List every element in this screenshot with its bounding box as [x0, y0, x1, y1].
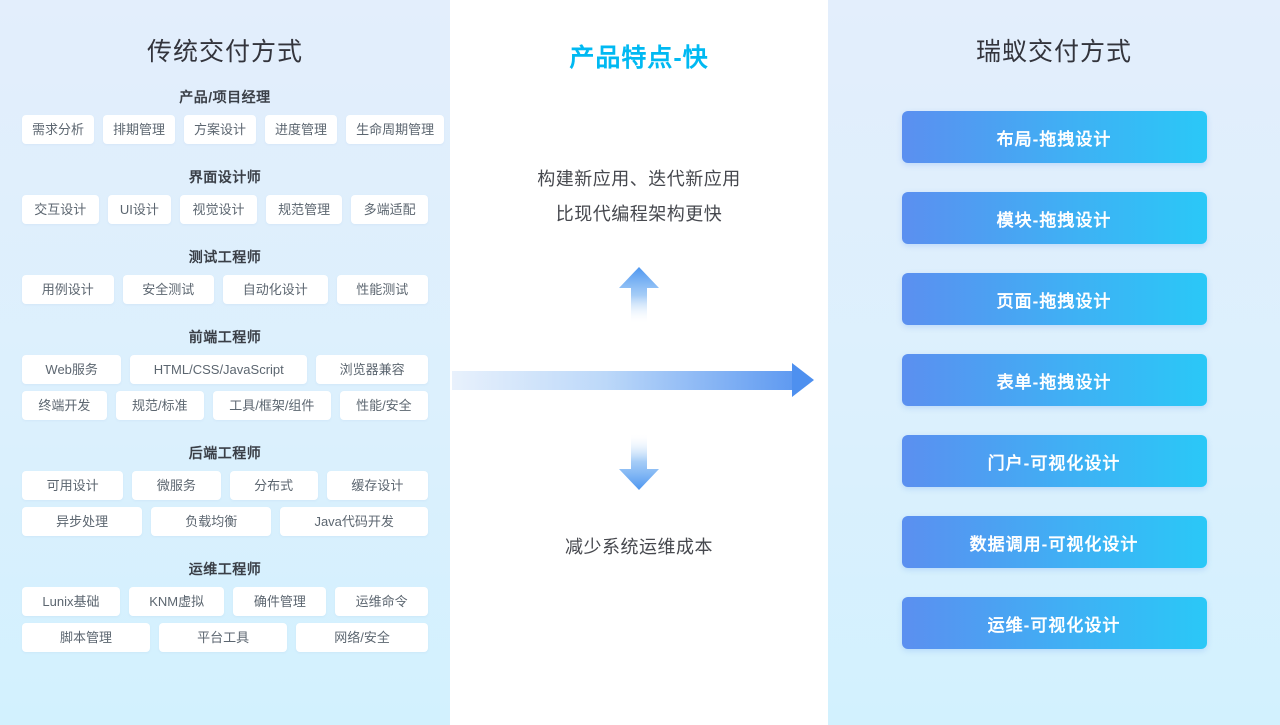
skill-tag: 视觉设计 [180, 195, 257, 224]
feature-column: 产品特点-快 构建新应用、迭代新应用 比现代编程架构更快 [450, 0, 828, 725]
skill-tag: 脚本管理 [22, 623, 151, 652]
ruiyi-button-list: 布局-拖拽设计模块-拖拽设计页面-拖拽设计表单-拖拽设计门户-可视化设计数据调用… [901, 111, 1207, 649]
down-arrow-icon [619, 433, 659, 490]
role-header: 前端工程师 [188, 329, 262, 345]
role-header: 界面设计师 [188, 169, 262, 185]
feature-bottom-text: 减少系统运维成本 [565, 537, 713, 557]
delivery-step-button: 运维-可视化设计 [901, 597, 1207, 649]
skill-tag: 终端开发 [22, 391, 107, 420]
up-arrow-icon [619, 267, 659, 324]
delivery-step-button: 页面-拖拽设计 [901, 273, 1207, 325]
role-group: 产品/项目经理需求分析排期管理方案设计进度管理生命周期管理 [22, 88, 445, 144]
delivery-step-button: 布局-拖拽设计 [901, 111, 1207, 163]
tag-row: Web服务 HTML/CSS/JavaScript 浏览器兼容 [22, 355, 428, 384]
role-group: 测试工程师用例设计安全测试自动化设计性能测试 [22, 248, 428, 304]
skill-tag: 用例设计 [22, 275, 114, 304]
role-header: 产品/项目经理 [179, 89, 271, 105]
skill-tag: 缓存设计 [326, 471, 428, 500]
skill-tag: 安全测试 [122, 275, 214, 304]
tag-row: Lunix基础 KNM虚拟确件管理运维命令 [22, 587, 429, 616]
skill-tag: 负载均衡 [151, 507, 272, 536]
skill-tag: 规范管理 [265, 195, 343, 224]
feature-line-2: 比现代编程架构更快 [555, 204, 723, 224]
skill-tag: 方案设计 [184, 115, 257, 144]
tag-row: 可用设计微服务分布式缓存设计 [22, 471, 428, 500]
skill-tag: 网络/安全 [296, 623, 428, 652]
skill-tag: 需求分析 [22, 115, 95, 144]
delivery-step-button: 数据调用-可视化设计 [901, 516, 1207, 568]
right-arrow-shaft [452, 371, 793, 390]
traditional-column: 传统交付方式 产品/项目经理需求分析排期管理方案设计进度管理生命周期管理界面设计… [0, 0, 450, 725]
feature-description: 构建新应用、迭代新应用 比现代编程架构更快 [450, 162, 828, 232]
skill-tag: 排期管理 [103, 115, 176, 144]
skill-tag: 性能测试 [336, 275, 428, 304]
traditional-groups: 产品/项目经理需求分析排期管理方案设计进度管理生命周期管理界面设计师交互设计 UI… [0, 88, 450, 652]
ruiyi-title: 瑞蚁交付方式 [975, 38, 1132, 66]
role-header: 运维工程师 [188, 561, 262, 577]
skill-tag: 可用设计 [22, 471, 124, 500]
skill-tag: 确件管理 [233, 587, 327, 616]
delivery-step-button: 模块-拖拽设计 [901, 192, 1207, 244]
delivery-step-button: 表单-拖拽设计 [901, 354, 1207, 406]
skill-tag: UI设计 [107, 195, 172, 224]
tag-row: 用例设计安全测试自动化设计性能测试 [22, 275, 428, 304]
skill-tag: Java代码开发 [280, 507, 429, 536]
role-group: 运维工程师 Lunix基础 KNM虚拟确件管理运维命令脚本管理平台工具网络/安全 [22, 560, 429, 652]
skill-tag: 交互设计 [22, 195, 99, 224]
tag-row: 脚本管理平台工具网络/安全 [22, 623, 428, 652]
skill-tag: 生命周期管理 [346, 115, 445, 144]
skill-tag: 微服务 [132, 471, 221, 500]
skill-tag: Web服务 [22, 355, 122, 384]
right-arrow-head [792, 363, 814, 397]
skill-tag: 分布式 [229, 471, 318, 500]
traditional-title: 传统交付方式 [146, 38, 303, 66]
role-header: 测试工程师 [188, 249, 262, 265]
skill-tag: 平台工具 [159, 623, 288, 652]
delivery-step-button: 门户-可视化设计 [901, 435, 1207, 487]
skill-tag: 浏览器兼容 [316, 355, 428, 384]
feature-line-1: 构建新应用、迭代新应用 [537, 169, 741, 189]
tag-row: 异步处理负载均衡 Java代码开发 [22, 507, 429, 536]
role-group: 前端工程师 Web服务 HTML/CSS/JavaScript 浏览器兼容终端开发规范… [22, 328, 428, 420]
role-header: 后端工程师 [188, 445, 262, 461]
feature-title: 产品特点-快 [569, 44, 709, 72]
skill-tag: 工具/框架/组件 [212, 391, 331, 420]
tag-row: 需求分析排期管理方案设计进度管理生命周期管理 [22, 115, 445, 144]
skill-tag: 自动化设计 [223, 275, 328, 304]
skill-tag: Lunix基础 [22, 587, 120, 616]
right-arrow-icon [450, 363, 814, 397]
skill-tag: HTML/CSS/JavaScript [130, 355, 308, 384]
ruiyi-column: 瑞蚁交付方式 布局-拖拽设计模块-拖拽设计页面-拖拽设计表单-拖拽设计门户-可视… [828, 0, 1280, 725]
skill-tag: 性能/安全 [339, 391, 428, 420]
skill-tag: 规范/标准 [115, 391, 204, 420]
role-group: 界面设计师交互设计 UI设计视觉设计规范管理多端适配 [22, 168, 428, 224]
skill-tag: KNM虚拟 [128, 587, 225, 616]
tag-row: 交互设计 UI设计视觉设计规范管理多端适配 [22, 195, 428, 224]
skill-tag: 异步处理 [22, 507, 143, 536]
skill-tag: 运维命令 [335, 587, 429, 616]
skill-tag: 进度管理 [265, 115, 338, 144]
skill-tag: 多端适配 [351, 195, 428, 224]
tag-row: 终端开发规范/标准工具/框架/组件性能/安全 [22, 391, 428, 420]
